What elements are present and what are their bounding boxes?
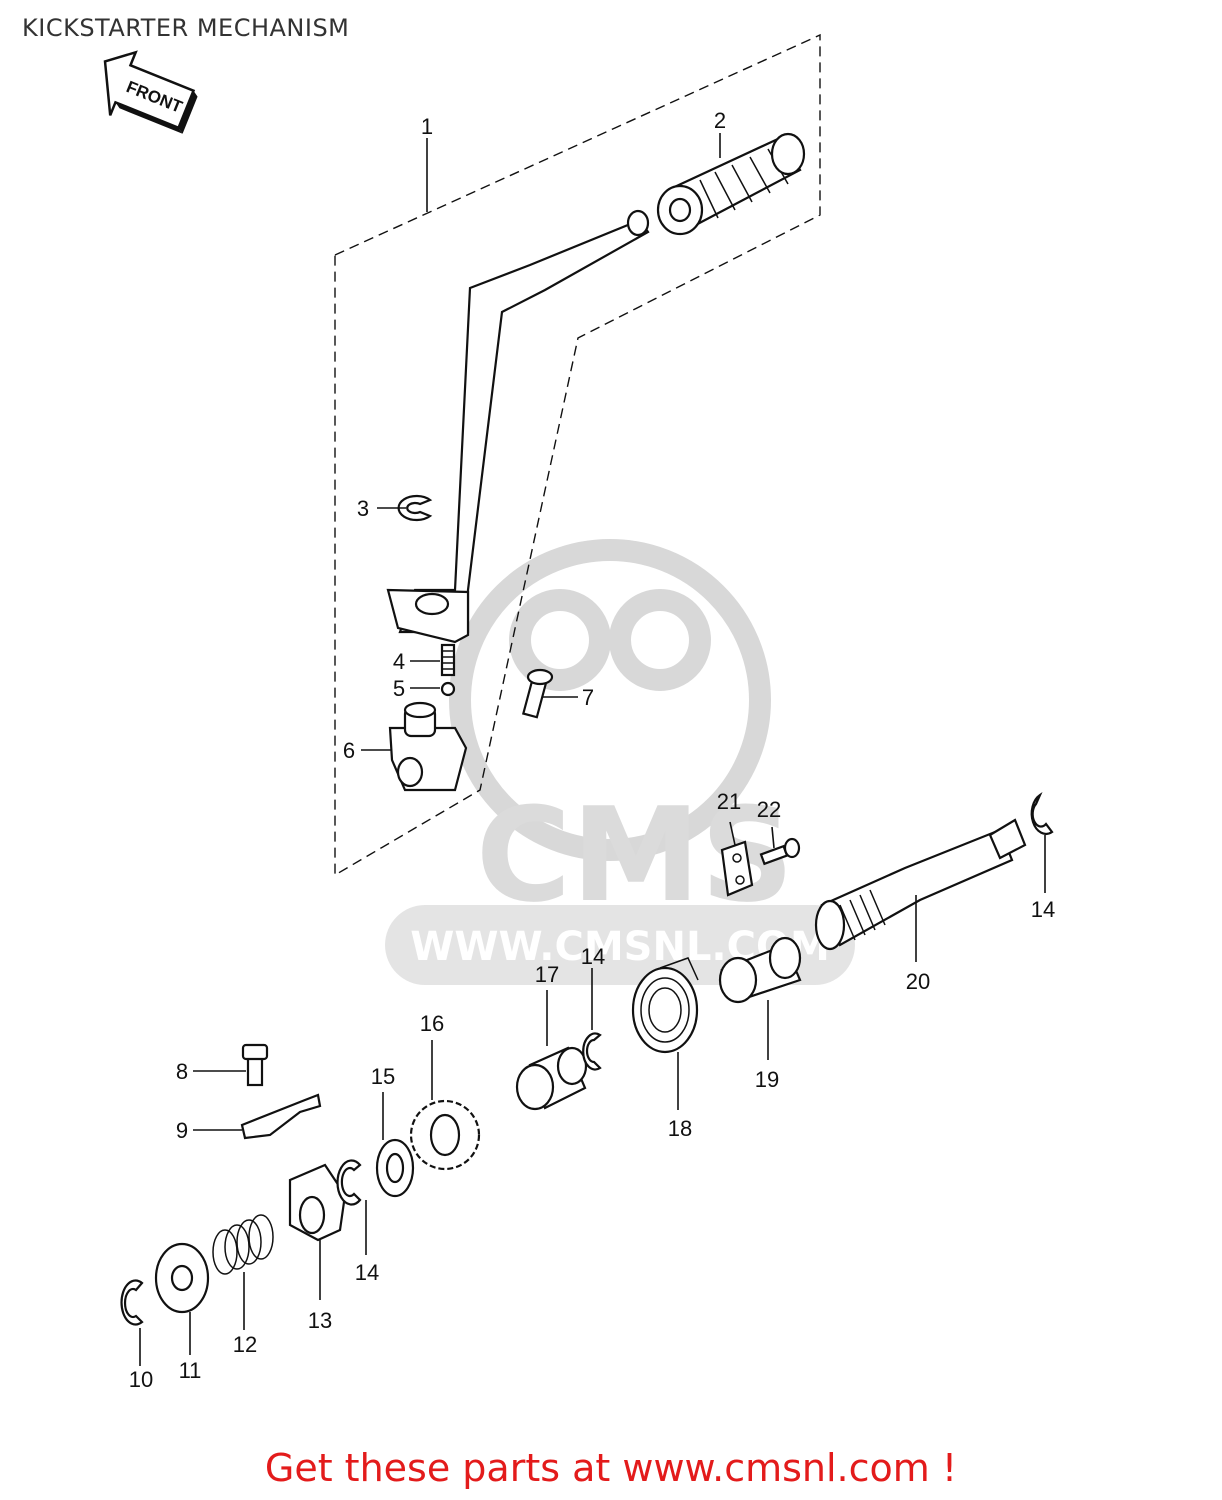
part-label-2: 2 xyxy=(714,108,726,133)
spring-4 xyxy=(440,643,456,677)
kick-pedal-boss xyxy=(388,701,468,792)
part-label-10: 10 xyxy=(129,1367,153,1392)
circlip-14-middle xyxy=(582,1032,602,1071)
plate-21 xyxy=(720,840,754,897)
circlip-14-lower xyxy=(336,1159,362,1206)
cms-watermark: CMS WWW.CMSNL.COM xyxy=(385,539,855,985)
part-label-1: 1 xyxy=(421,114,433,139)
circlip-10 xyxy=(120,1279,144,1326)
part-labels: 1 2 3 4 5 6 7 8 9 10 11 12 13 14 14 14 1… xyxy=(129,108,1055,1392)
bolt-7 xyxy=(521,668,554,719)
part-label-13: 13 xyxy=(308,1308,332,1333)
part-label-14-upper: 14 xyxy=(1031,897,1055,922)
ratchet-13 xyxy=(288,1163,347,1242)
part-label-22: 22 xyxy=(757,797,781,822)
kick-pedal-rubber xyxy=(656,132,806,236)
kick-pedal-assembly-outline xyxy=(334,33,821,877)
circlip-14-upper xyxy=(1030,791,1054,835)
part-label-11: 11 xyxy=(179,1358,202,1383)
part-label-4: 4 xyxy=(393,649,405,674)
part-label-5: 5 xyxy=(393,676,405,701)
page-title: KICKSTARTER MECHANISM xyxy=(22,14,350,42)
part-label-7: 7 xyxy=(582,685,594,710)
part-label-16: 16 xyxy=(420,1011,444,1036)
part-label-19: 19 xyxy=(755,1067,779,1092)
part-label-17: 17 xyxy=(535,962,559,987)
part-label-14-lower: 14 xyxy=(355,1260,379,1285)
part-label-20: 20 xyxy=(906,969,930,994)
screw-22 xyxy=(759,837,801,866)
kick-pedal-arm xyxy=(386,209,650,644)
leader-lines xyxy=(139,133,1046,1366)
collar-17 xyxy=(515,1046,588,1111)
part-label-12: 12 xyxy=(233,1332,257,1357)
footer-promo-link[interactable]: Get these parts at www.cmsnl.com ! xyxy=(264,1446,958,1490)
ball-5 xyxy=(440,681,456,697)
exploded-parts-diagram: CMS WWW.CMSNL.COM FRONT xyxy=(103,33,1055,1392)
plate-9 xyxy=(240,1093,322,1140)
part-label-14-middle: 14 xyxy=(581,944,605,969)
part-label-21: 21 xyxy=(717,789,741,814)
washer-15 xyxy=(375,1138,415,1198)
part-label-3: 3 xyxy=(357,496,369,521)
part-label-6: 6 xyxy=(343,738,355,763)
part-label-15: 15 xyxy=(371,1064,395,1089)
part-label-8: 8 xyxy=(176,1059,188,1084)
part-label-9: 9 xyxy=(176,1118,188,1143)
bolt-8 xyxy=(241,1043,269,1087)
washer-11 xyxy=(154,1242,210,1314)
spring-18 xyxy=(631,957,699,1054)
circlip-3 xyxy=(397,494,433,522)
front-arrow-icon: FRONT xyxy=(103,50,198,134)
kick-shaft-20 xyxy=(814,818,1027,951)
part-label-18: 18 xyxy=(668,1116,692,1141)
gear-16 xyxy=(409,1099,481,1171)
spring-12 xyxy=(212,1214,274,1275)
guide-19 xyxy=(718,936,802,1004)
